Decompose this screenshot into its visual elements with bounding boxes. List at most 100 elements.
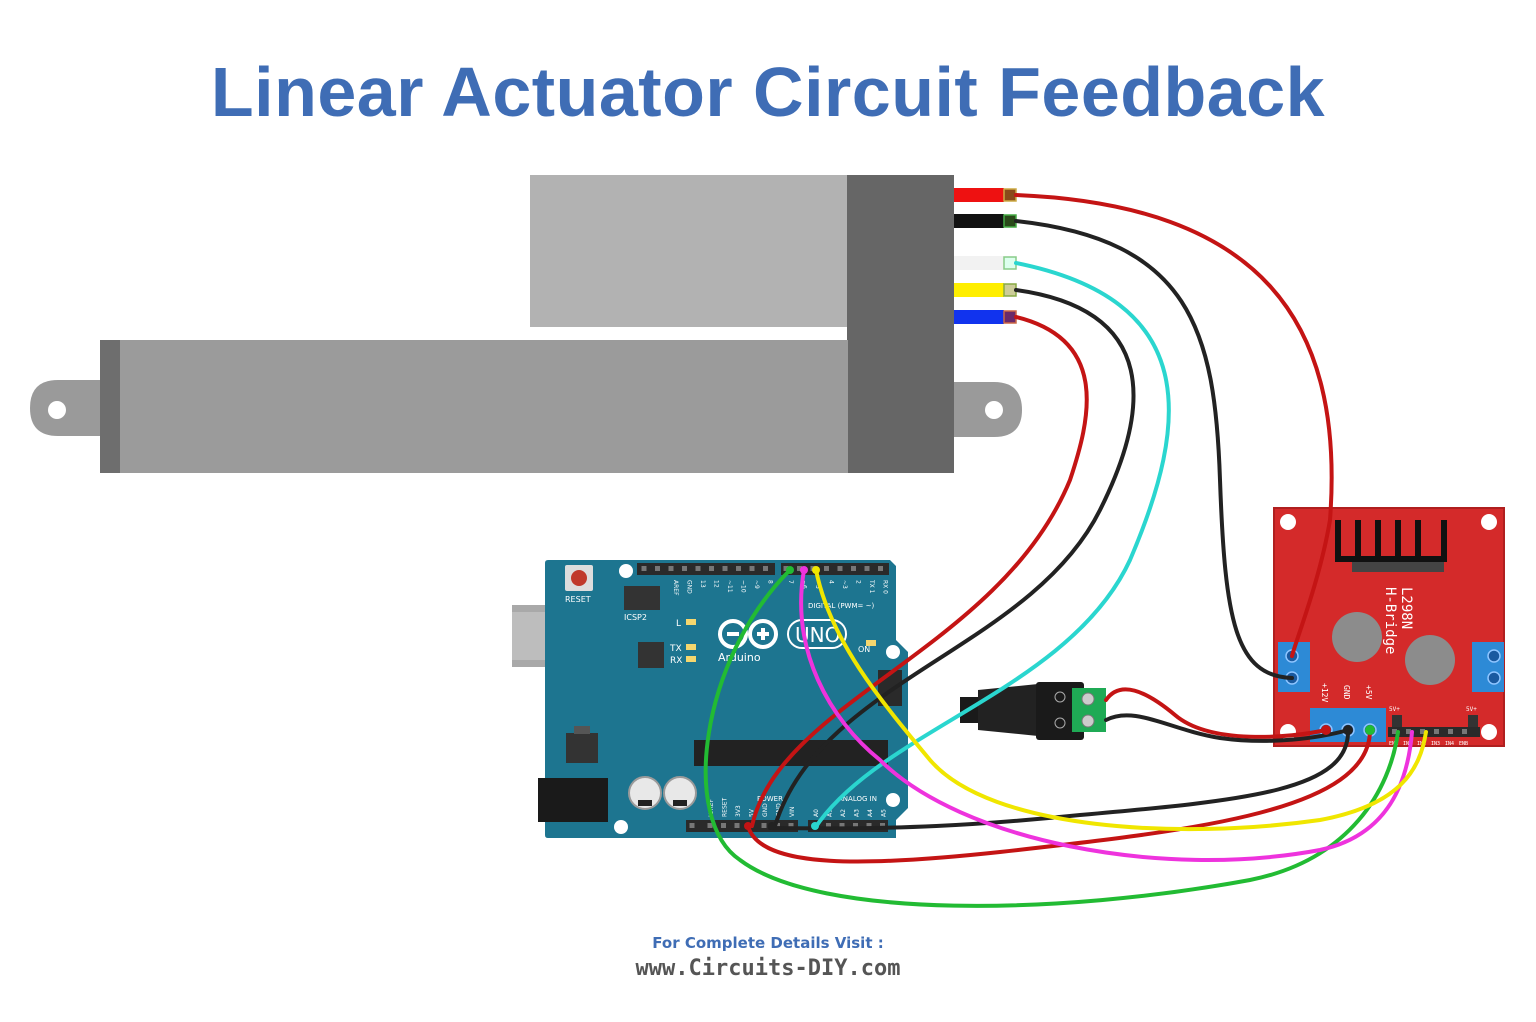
footer-website-link[interactable]: www.Circuits-DIY.com — [635, 956, 901, 981]
wire-logic-5v — [746, 728, 1372, 864]
power-pin-label: A0 — [813, 809, 820, 817]
capacitor-band — [673, 800, 687, 806]
header-pin-hole[interactable] — [878, 566, 883, 571]
header-pin-hole[interactable] — [695, 566, 701, 571]
header-pin-hole[interactable] — [866, 823, 872, 828]
header-pin-hole[interactable] — [736, 566, 741, 571]
jumper-left-label: 5V+ — [1389, 706, 1400, 713]
header-pin-hole[interactable] — [689, 823, 695, 828]
wire-feedback-ground — [773, 288, 1136, 828]
header-pin-hole[interactable] — [763, 566, 768, 571]
header-pin-hole[interactable] — [839, 823, 845, 828]
arduino-board — [545, 560, 908, 838]
header-pin-hole[interactable] — [851, 566, 856, 571]
header-pin-hole[interactable] — [722, 566, 728, 571]
control-pin-hole[interactable] — [1392, 729, 1397, 734]
digital-pin-holes — [641, 566, 883, 571]
wire-endpoints — [744, 566, 1375, 830]
power-pin-label: IOREF — [708, 799, 715, 817]
voltage-regulator — [566, 733, 598, 763]
header-pin-hole[interactable] — [788, 823, 794, 828]
header-pin-hole[interactable] — [824, 566, 829, 571]
digital-pin-label: ~10 — [740, 580, 747, 593]
control-pin-label: IN4 — [1445, 741, 1454, 747]
digital-header-right — [781, 563, 889, 575]
minus-icon — [727, 632, 739, 636]
endpoint-12v — [1321, 725, 1331, 735]
header-pin-hole[interactable] — [641, 566, 647, 571]
control-pin-hole[interactable] — [1434, 729, 1439, 734]
power-pin-label: A1 — [827, 809, 834, 817]
control-pin-hole[interactable] — [1448, 729, 1453, 734]
heatsink-fin — [1395, 520, 1401, 562]
header-pin-hole[interactable] — [707, 823, 713, 828]
wires — [703, 193, 1428, 908]
arduino-logo — [718, 619, 778, 649]
control-pin-hole[interactable] — [1406, 729, 1411, 734]
power-pin-label: VIN — [789, 807, 796, 817]
minus-icon — [1054, 691, 1066, 703]
power-pin-label: 5V — [749, 808, 756, 817]
arduino-mount-hole — [886, 793, 900, 807]
endpoint-driver-5v — [1365, 725, 1375, 735]
chip-label: L298N — [1398, 587, 1414, 629]
arduino-mount-hole — [886, 645, 900, 659]
digital-pin-label: ~3 — [841, 580, 848, 589]
lead-white — [954, 256, 1004, 270]
jumper-right-label: 5V+ — [1466, 706, 1477, 713]
header-pin-hole[interactable] — [682, 566, 687, 571]
control-pin-hole[interactable] — [1462, 729, 1467, 734]
reset-label: RESET — [565, 595, 591, 604]
header-pin-hole[interactable] — [709, 566, 714, 571]
endpoint-gnd — [768, 822, 776, 830]
footer-visit-text: For Complete Details Visit : — [652, 934, 884, 952]
digital-pin-label: 7 — [787, 580, 794, 584]
wire-actuator-motor-positive — [1014, 193, 1334, 658]
header-pin-hole[interactable] — [775, 823, 780, 828]
wire-in2 — [814, 568, 1428, 832]
wire-feedback-signal — [813, 261, 1171, 830]
endpoint-in2 — [812, 566, 820, 574]
l298n-chip — [1352, 562, 1444, 572]
digital-pin-label: RX 0 — [882, 580, 889, 594]
header-pin-hole[interactable] — [734, 823, 740, 828]
dc-plug-body — [978, 684, 1038, 736]
terminal-screw — [1487, 671, 1501, 685]
led-l — [686, 619, 696, 625]
on-label: ON — [858, 645, 870, 654]
arduino-logo-ring-right — [748, 619, 778, 649]
reset-button-cap[interactable] — [571, 570, 587, 586]
wire-supply-negative — [1104, 713, 1350, 743]
endpoint-ena — [786, 566, 794, 574]
header-pin-hole[interactable] — [655, 566, 660, 571]
heatsink-fin — [1335, 520, 1341, 562]
heatsink-fin — [1355, 520, 1361, 562]
terminal-screw — [1081, 714, 1095, 728]
icsp2-header — [624, 586, 660, 610]
jumper-right — [1468, 715, 1478, 727]
header-pin-hole[interactable] — [826, 823, 831, 828]
header-pin-hole[interactable] — [721, 823, 726, 828]
heatsink-fin — [1375, 520, 1381, 562]
page-title: Linear Actuator Circuit Feedback — [210, 53, 1326, 131]
pin-12v-label: +12V — [1320, 683, 1329, 702]
voltage-regulator-tab — [574, 726, 590, 734]
header-pin-hole[interactable] — [668, 566, 674, 571]
control-pin-hole[interactable] — [1420, 729, 1425, 734]
header-pin-hole[interactable] — [797, 566, 802, 571]
header-pin-hole[interactable] — [783, 566, 789, 571]
wire-common-ground — [768, 728, 1351, 831]
digital-pin-label: ~11 — [726, 580, 733, 593]
header-pin-hole[interactable] — [864, 566, 870, 571]
header-pin-hole[interactable] — [880, 823, 885, 828]
power-pin-label: RESET — [722, 797, 729, 817]
digital-pin-label: 2 — [855, 580, 862, 584]
endpoint-5v — [744, 822, 752, 830]
header-pin-hole[interactable] — [761, 823, 767, 828]
header-pin-hole[interactable] — [749, 566, 755, 571]
header-pin-hole[interactable] — [853, 823, 858, 828]
usb-chip — [638, 642, 664, 668]
wire-actuator-motor-negative — [1014, 219, 1294, 680]
header-pin-hole[interactable] — [837, 566, 843, 571]
driver-mount-hole — [1481, 514, 1497, 530]
